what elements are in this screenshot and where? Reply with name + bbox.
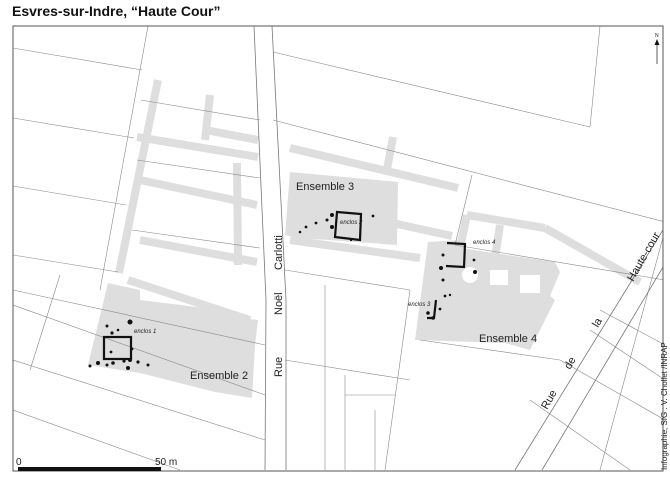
enclos-1-outline [102, 335, 133, 361]
scale-start: 0 [16, 457, 22, 468]
street-label-de: de [562, 355, 579, 372]
rue-haute-cour [514, 229, 663, 471]
street-label-rue-2: Rue [539, 388, 559, 411]
scale-bar: 0 50 m [16, 457, 177, 471]
map-title: Esvres-sur-Indre, “Haute Cour” [12, 3, 221, 19]
north-arrow-icon: N [654, 33, 660, 64]
enclos-3-label: enclos 3 [408, 302, 431, 308]
ensemble-2-label: Ensemble 2 [190, 370, 248, 382]
ensemble-4-area [415, 240, 560, 350]
street-label-rue: Rue [273, 357, 285, 377]
parcel-lines [13, 26, 663, 471]
roads [253, 26, 663, 471]
north-label: N [655, 33, 659, 39]
enclos-2-outline [333, 210, 363, 242]
rue-noel-carlotti [253, 26, 287, 471]
map-frame [12, 25, 664, 472]
enclosures [102, 210, 467, 361]
street-label-carlotti: Carlotti [273, 235, 285, 270]
street-label-noel: Noël [273, 292, 285, 315]
area-gaps [462, 267, 540, 293]
scale-end: 50 m [155, 457, 177, 468]
street-label-haute-cour: Haute-cour [625, 230, 663, 283]
ensemble-4-label: Ensemble 4 [479, 333, 537, 345]
ensemble-3-label: Ensemble 3 [296, 181, 354, 193]
ditches [115, 79, 642, 334]
enclos-1-label: enclos 1 [134, 329, 156, 335]
credit-text: Infographie, SIG : V. Chollet /INRAP [660, 342, 669, 470]
enclos-4-label: enclos 4 [473, 240, 496, 246]
pits [88, 213, 477, 370]
enclos-2-label: enclos 2 [340, 220, 363, 226]
enclos-4-outline [445, 241, 467, 269]
